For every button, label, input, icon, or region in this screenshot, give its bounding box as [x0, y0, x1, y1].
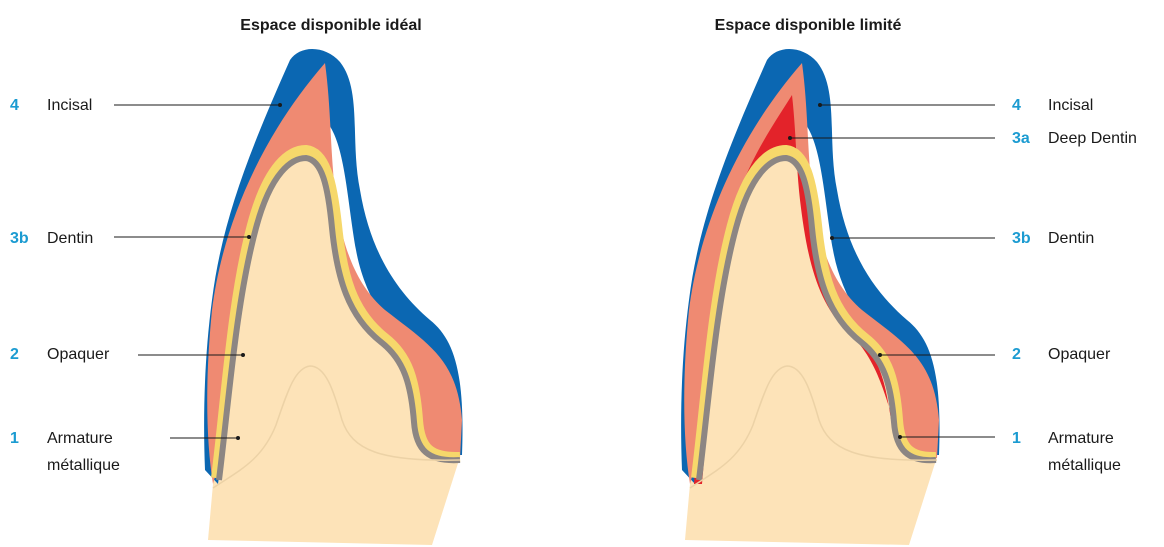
leader-dot — [247, 235, 251, 239]
label-text-line1: Armature — [1048, 430, 1114, 447]
label-number: 3b — [1012, 230, 1031, 247]
label-number: 3b — [10, 230, 29, 247]
left-title: Espace disponible idéal — [240, 17, 421, 34]
right-title: Espace disponible limité — [715, 17, 902, 34]
label-text: Dentin — [47, 230, 93, 247]
label-text: Deep Dentin — [1048, 130, 1137, 147]
label-text: Incisal — [1048, 97, 1093, 114]
label-number: 2 — [10, 346, 19, 363]
leader-dot — [818, 103, 822, 107]
label-text-line2: métallique — [1048, 457, 1121, 474]
leader-dot — [241, 353, 245, 357]
right-label-dentin: 3b Dentin — [830, 230, 1094, 247]
left-tooth-figure — [204, 49, 462, 545]
right-tooth-figure — [681, 49, 939, 545]
label-number: 4 — [1012, 97, 1021, 114]
label-number: 1 — [10, 430, 19, 447]
label-text: Opaquer — [1048, 346, 1111, 363]
label-text-line2: métallique — [47, 457, 120, 474]
left-label-incisal: 4 Incisal — [10, 97, 282, 114]
leader-dot — [898, 435, 902, 439]
left-label-dentin: 3b Dentin — [10, 230, 251, 247]
label-text-line1: Armature — [47, 430, 113, 447]
leader-dot — [278, 103, 282, 107]
label-number: 2 — [1012, 346, 1021, 363]
label-text: Incisal — [47, 97, 92, 114]
right-label-deep-dentin: 3a Deep Dentin — [788, 130, 1137, 147]
label-text: Opaquer — [47, 346, 110, 363]
right-label-incisal: 4 Incisal — [818, 97, 1093, 114]
label-number: 4 — [10, 97, 19, 114]
label-number: 3a — [1012, 130, 1030, 147]
leader-dot — [878, 353, 882, 357]
label-number: 1 — [1012, 430, 1021, 447]
label-text: Dentin — [1048, 230, 1094, 247]
leader-dot — [236, 436, 240, 440]
leader-dot — [830, 236, 834, 240]
leader-dot — [788, 136, 792, 140]
